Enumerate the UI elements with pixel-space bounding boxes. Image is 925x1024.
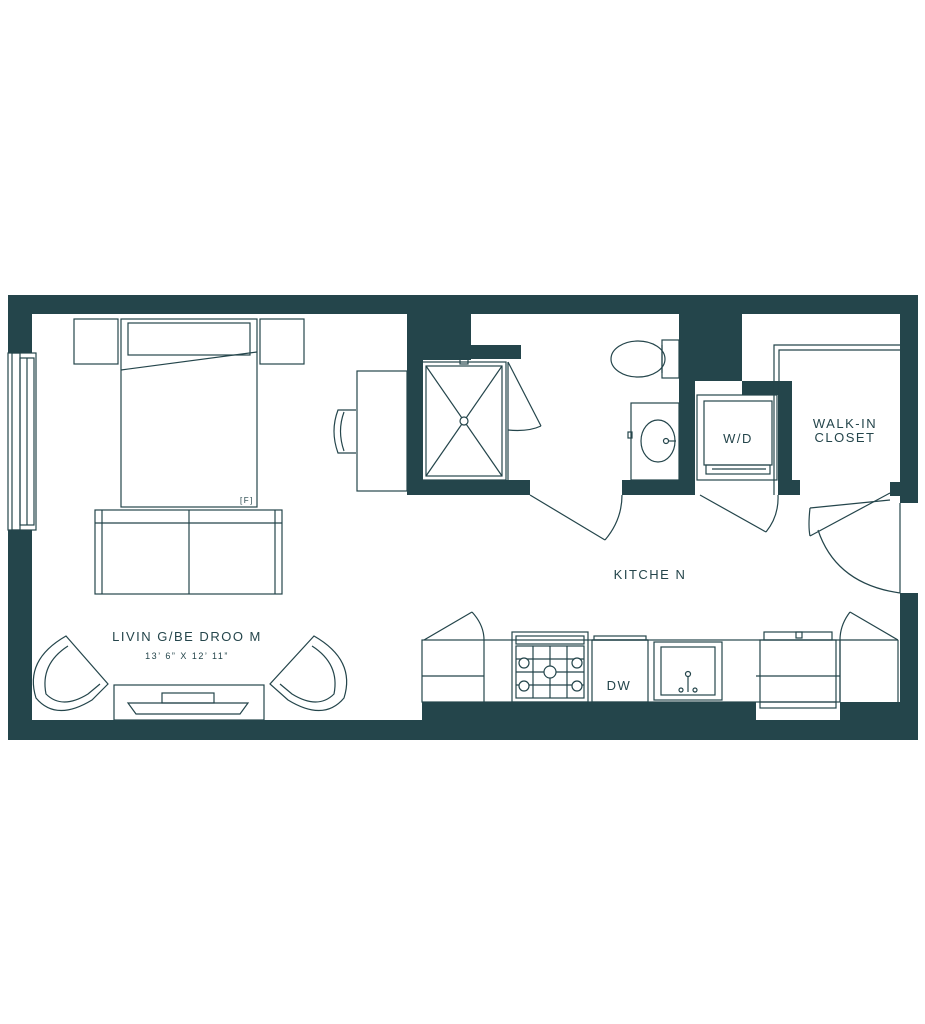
bathroom-sink	[627, 402, 680, 481]
armchair-right	[269, 635, 348, 712]
closet-label-line2: CLOSET	[814, 430, 875, 445]
desk-chair	[333, 409, 356, 454]
sofa	[94, 509, 283, 595]
closet-shelving	[773, 344, 900, 495]
bed: [F]	[73, 318, 305, 508]
window	[7, 352, 37, 531]
washer-dryer: W/D	[696, 394, 778, 481]
laundry-label: W/D	[723, 431, 753, 446]
closet-label-line1: WALK-IN	[813, 416, 877, 431]
dishwasher: DW	[591, 635, 649, 703]
living-room-label: LIVIN G/BE DROO M	[112, 629, 262, 644]
laundry-door	[699, 494, 779, 533]
dishwasher-label: DW	[607, 678, 632, 693]
kitchen-counter	[421, 611, 899, 703]
kitchen-sink	[653, 641, 723, 701]
cooktop	[511, 631, 589, 703]
shower-door	[507, 361, 542, 480]
closet-door	[808, 492, 891, 537]
entry-door	[817, 503, 901, 594]
bathroom-door	[529, 494, 623, 541]
living-room-dimensions: 13’ 6” X 12’ 11”	[145, 651, 229, 661]
walls	[8, 295, 918, 740]
shower	[421, 358, 507, 481]
toilet	[610, 339, 680, 379]
refrigerator	[759, 631, 837, 709]
bed-tag: [F]	[240, 496, 254, 505]
desk	[356, 370, 408, 492]
tv-console	[113, 684, 265, 721]
armchair-left	[32, 635, 109, 712]
kitchen-label: KITCHE N	[614, 567, 687, 582]
